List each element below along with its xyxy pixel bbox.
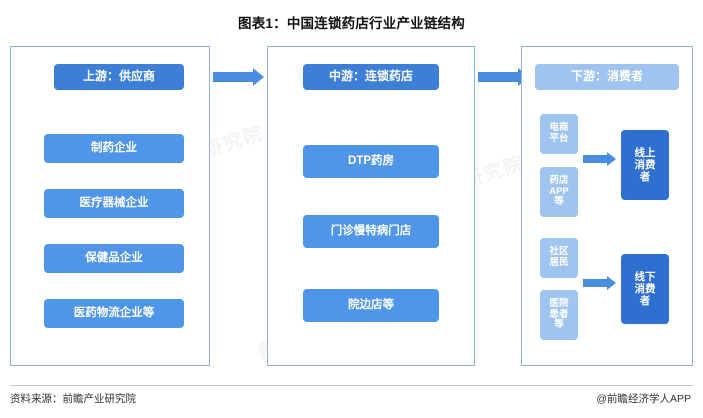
- upstream-item-0: 制药企业: [44, 134, 184, 163]
- midstream-item-0: DTP药房: [303, 145, 439, 178]
- downstream-target-online: 线上 消费 者: [621, 130, 669, 200]
- arrow-offline-group: [583, 276, 617, 290]
- upstream-header: 上游：供应商: [54, 64, 184, 90]
- downstream-source-1-0: 社区 居民: [540, 238, 578, 278]
- midstream-item-1: 门诊慢特病门店: [303, 215, 439, 248]
- upstream-item-1: 医疗器械企业: [44, 189, 184, 218]
- upstream-item-3: 医药物流企业等: [44, 299, 184, 328]
- source-note: 资料来源：前瞻产业研究院: [10, 393, 136, 405]
- page-title: 图表1：中国连锁药店行业产业链结构: [238, 16, 465, 31]
- downstream-header: 下游：消费者: [535, 64, 679, 90]
- upstream-item-2: 保健品企业: [44, 244, 184, 273]
- downstream-target-offline: 线下 消费 者: [621, 254, 669, 324]
- downstream-source-0-0: 电商 平台: [540, 114, 578, 154]
- downstream-source-1-1: 医院 患者 等: [540, 290, 578, 340]
- brand-note: @前瞻经济学人APP: [596, 393, 691, 405]
- arrow-upstream-to-midstream: [213, 68, 265, 86]
- downstream-source-0-1: 药店 APP 等: [540, 167, 578, 217]
- footer-divider: [10, 385, 693, 386]
- supply-chain-diagram: 上游：供应商 制药企业 医疗器械企业 保健品企业 医药物流企业等 中游：连锁药店…: [10, 42, 693, 372]
- midstream-header: 中游：连锁药店: [303, 64, 439, 90]
- arrow-online-group: [583, 152, 617, 166]
- midstream-item-2: 院边店等: [303, 289, 439, 322]
